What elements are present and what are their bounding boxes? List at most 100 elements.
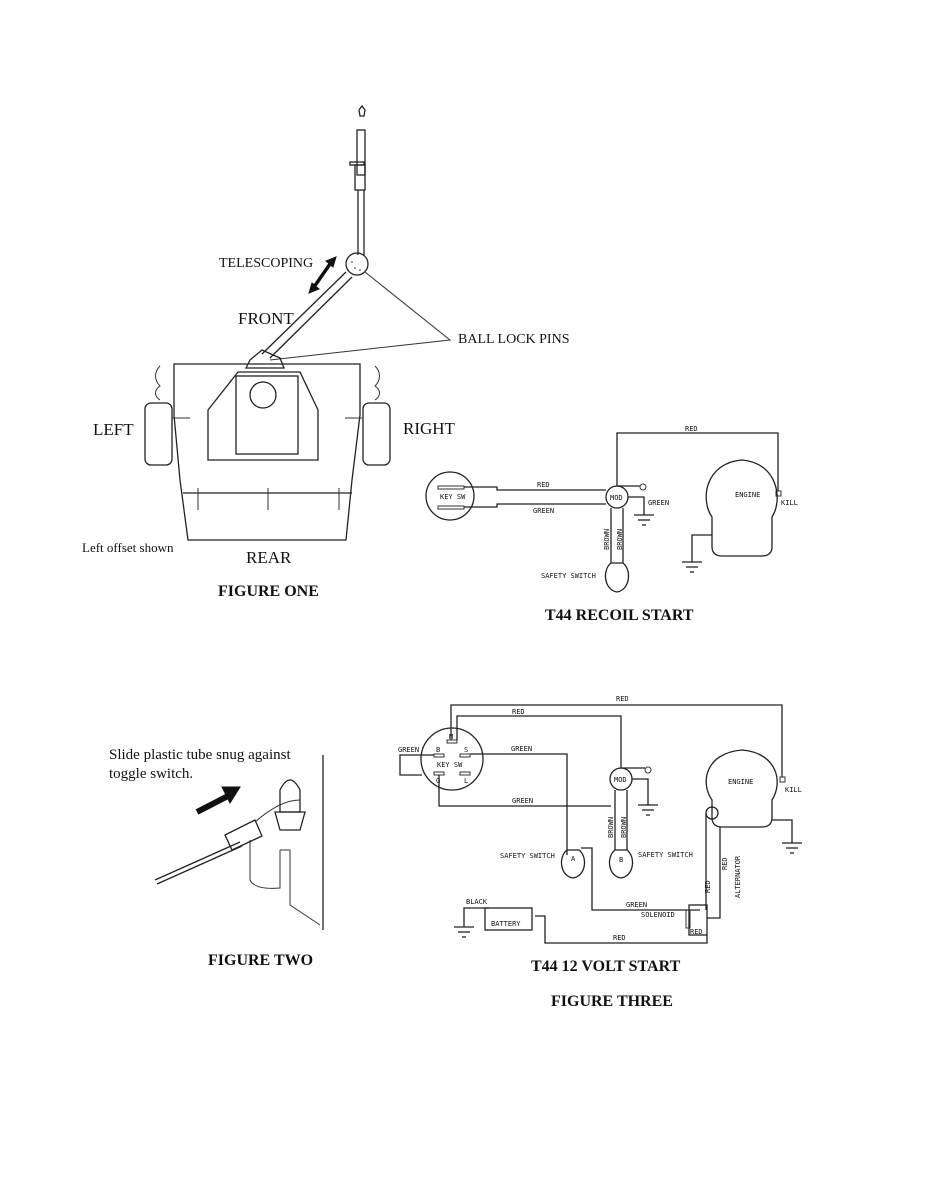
recoil-safety-switch xyxy=(604,562,630,593)
volt-engine xyxy=(705,749,778,828)
red-solenoid-text: RED xyxy=(690,928,703,936)
wire xyxy=(156,845,243,885)
safety-switch-a xyxy=(560,849,586,879)
engine-text: ENGINE xyxy=(728,778,753,786)
wire-red-top xyxy=(616,432,779,491)
brown-text: BROWN xyxy=(620,817,628,838)
recoil-red-text: RED xyxy=(537,481,550,489)
wire-green-s xyxy=(470,753,568,855)
solenoid xyxy=(688,904,708,936)
recoil-mod-text: MOD xyxy=(610,494,623,502)
wire-loop xyxy=(254,799,301,823)
black-text: BLACK xyxy=(466,898,488,906)
battery xyxy=(484,907,533,931)
red-vertical-text: RED xyxy=(704,880,712,893)
terminal-b xyxy=(433,753,445,758)
ground-symbol xyxy=(782,842,802,854)
solenoid-post xyxy=(685,909,691,929)
ground-symbol xyxy=(682,561,702,573)
mower-deck xyxy=(144,349,391,541)
terminal-g-text: G xyxy=(436,777,440,785)
kill-terminal xyxy=(775,490,782,497)
right-label: RIGHT xyxy=(403,419,455,438)
ground-lug xyxy=(639,483,647,491)
green-g-text: GREEN xyxy=(512,797,533,805)
terminal-m-text: M xyxy=(449,733,453,741)
recoil-key-sw-text: KEY SW xyxy=(440,493,466,501)
kill-terminal xyxy=(779,776,786,783)
recoil-key-switch xyxy=(425,471,475,521)
ball-lock-leader xyxy=(269,271,452,361)
wire-green-g xyxy=(438,775,611,807)
wire-red-alternator xyxy=(707,827,721,919)
engine-ground-wire xyxy=(772,819,793,843)
figure-two-instruction-line1: Slide plastic tube snug against xyxy=(109,747,291,763)
green-solenoid-text: GREEN xyxy=(626,901,647,909)
wire-green-left xyxy=(399,754,434,776)
toggle-switch xyxy=(279,779,301,813)
engine-ground-wire xyxy=(691,534,712,562)
recoil-start-title: T44 RECOIL START xyxy=(545,607,694,624)
wire-red xyxy=(464,486,606,491)
wire-green-solenoid xyxy=(581,847,700,911)
key-sw-text: KEY SW xyxy=(437,761,463,769)
wire-ground xyxy=(632,778,649,805)
figure-three-caption: FIGURE THREE xyxy=(551,993,673,1010)
telescoping-label: TELESCOPING xyxy=(219,256,314,271)
red-top-text: RED xyxy=(616,695,629,703)
ground-symbol xyxy=(638,804,658,816)
red-second-text: RED xyxy=(512,708,525,716)
rear-label: REAR xyxy=(246,548,292,567)
safety-switch-b-text: SAFETY SWITCH xyxy=(638,851,693,859)
twelve-volt-title: T44 12 VOLT START xyxy=(531,958,681,975)
wire-red-battery xyxy=(535,915,708,944)
front-label: FRONT xyxy=(238,309,294,328)
recoil-engine xyxy=(705,459,778,557)
kill-text: KILL xyxy=(785,786,802,794)
ground-symbol xyxy=(454,926,474,938)
brown-text: BROWN xyxy=(607,817,615,838)
red-battery-text: RED xyxy=(613,934,626,942)
recoil-safety-switch-text: SAFETY SWITCH xyxy=(541,572,596,580)
figure-two-instruction-line2: toggle switch. xyxy=(109,766,194,782)
green-left-text: GREEN xyxy=(398,746,419,754)
solenoid-text: SOLENOID xyxy=(641,911,675,919)
wire-green xyxy=(464,503,606,508)
direction-arrow-icon xyxy=(195,786,241,815)
terminal-l-text: L xyxy=(464,777,468,785)
left-label: LEFT xyxy=(93,420,134,439)
wire xyxy=(154,841,241,881)
green-s-text: GREEN xyxy=(511,745,532,753)
terminal-b-text: B xyxy=(436,746,440,754)
volt-key-switch xyxy=(420,727,484,791)
arm-edge-1 xyxy=(261,271,347,355)
wire-red-top xyxy=(450,704,783,777)
recoil-kill-text: KILL xyxy=(781,499,798,507)
ball-lock-pins-label: BALL LOCK PINS xyxy=(458,332,570,347)
rod xyxy=(280,849,321,926)
recoil-green-text: GREEN xyxy=(533,507,554,515)
telescoping-arrow-icon xyxy=(308,256,337,294)
pivot-ball xyxy=(345,252,369,276)
battery-text: BATTERY xyxy=(491,920,521,928)
terminal-m xyxy=(446,739,458,744)
figure-one-caption: FIGURE ONE xyxy=(218,583,319,600)
wire-red-second xyxy=(456,715,622,768)
terminal-s-text: S xyxy=(464,746,468,754)
handle-grip xyxy=(349,104,366,255)
terminal-s xyxy=(459,753,471,758)
figure-two-caption: FIGURE TWO xyxy=(208,952,314,969)
left-offset-note: Left offset shown xyxy=(82,540,174,555)
wire-green-ground xyxy=(628,496,645,515)
module-text: MOD xyxy=(614,776,627,784)
wire-black xyxy=(463,907,489,927)
ground-lug xyxy=(644,766,652,774)
recoil-red-top-text: RED xyxy=(685,425,698,433)
terminal-l xyxy=(459,771,471,776)
red-alternator-text: RED xyxy=(721,857,729,870)
safety-switch-b-mark: B xyxy=(619,856,623,864)
